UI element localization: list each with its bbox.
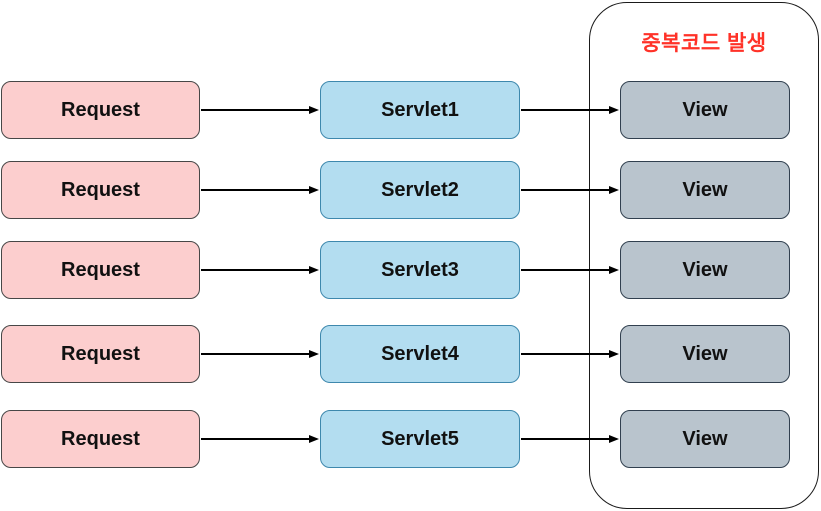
arrow-shaft <box>521 109 610 111</box>
arrow-request-to-servlet <box>201 241 319 299</box>
arrowhead-icon <box>309 434 319 443</box>
flow-row: Request Servlet4 View <box>0 325 821 383</box>
arrow-servlet-to-view <box>521 81 619 139</box>
view-box: View <box>620 81 790 139</box>
arrow-servlet-to-view <box>521 241 619 299</box>
servlet-box: Servlet4 <box>320 325 520 383</box>
arrow-shaft <box>201 438 310 440</box>
flow-row: Request Servlet3 View <box>0 241 821 299</box>
view-box: View <box>620 161 790 219</box>
arrow-shaft <box>201 353 310 355</box>
arrow-shaft <box>201 109 310 111</box>
arrow-servlet-to-view <box>521 410 619 468</box>
servlet-box: Servlet3 <box>320 241 520 299</box>
arrow-servlet-to-view <box>521 161 619 219</box>
view-box: View <box>620 410 790 468</box>
arrowhead-icon <box>309 105 319 114</box>
flow-row: Request Servlet5 View <box>0 410 821 468</box>
servlet-box: Servlet5 <box>320 410 520 468</box>
arrowhead-icon <box>609 105 619 114</box>
request-box: Request <box>1 81 200 139</box>
flow-row: Request Servlet1 View <box>0 81 821 139</box>
view-box: View <box>620 241 790 299</box>
servlet-box: Servlet1 <box>320 81 520 139</box>
request-box: Request <box>1 410 200 468</box>
arrow-shaft <box>521 353 610 355</box>
duplicate-code-container: 중복코드 발생 <box>589 2 819 509</box>
arrowhead-icon <box>609 185 619 194</box>
arrow-shaft <box>201 269 310 271</box>
servlet-box: Servlet2 <box>320 161 520 219</box>
arrowhead-icon <box>609 434 619 443</box>
arrow-shaft <box>521 269 610 271</box>
arrow-servlet-to-view <box>521 325 619 383</box>
arrow-request-to-servlet <box>201 325 319 383</box>
arrowhead-icon <box>309 185 319 194</box>
request-box: Request <box>1 161 200 219</box>
arrow-shaft <box>201 189 310 191</box>
arrowhead-icon <box>609 349 619 358</box>
request-box: Request <box>1 325 200 383</box>
arrowhead-icon <box>309 349 319 358</box>
view-box: View <box>620 325 790 383</box>
arrow-shaft <box>521 438 610 440</box>
arrow-request-to-servlet <box>201 161 319 219</box>
duplicate-code-label: 중복코드 발생 <box>641 32 767 55</box>
arrow-request-to-servlet <box>201 81 319 139</box>
arrow-request-to-servlet <box>201 410 319 468</box>
arrowhead-icon <box>309 265 319 274</box>
flow-row: Request Servlet2 View <box>0 161 821 219</box>
request-box: Request <box>1 241 200 299</box>
arrowhead-icon <box>609 265 619 274</box>
arrow-shaft <box>521 189 610 191</box>
